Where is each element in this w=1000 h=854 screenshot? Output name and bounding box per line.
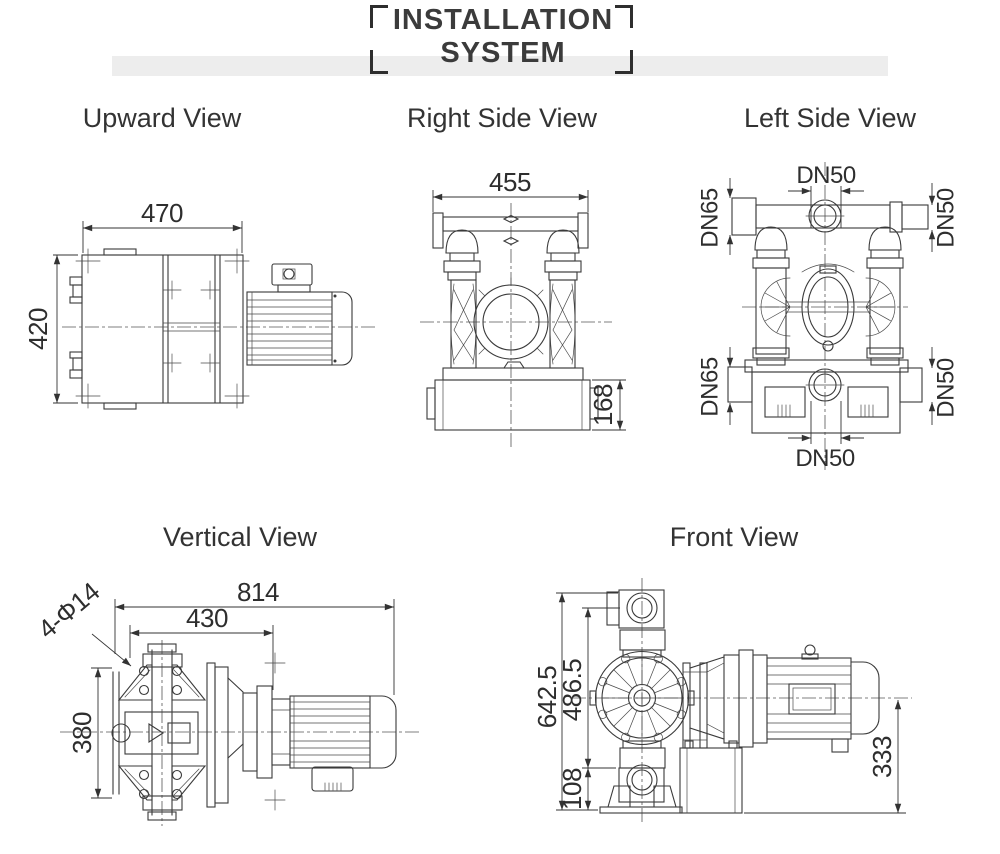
right-side-view-drawing: 455 <box>420 167 626 448</box>
front-outlet-height-value: 108 <box>557 768 587 810</box>
front-dim-motor-axis: 333 <box>744 700 906 814</box>
upward-dim-depth: 420 <box>23 254 78 404</box>
bracket-top-left-icon <box>370 5 388 28</box>
vertical-bracket-and-flange <box>206 652 291 811</box>
right-top-manifold <box>432 212 589 249</box>
page-title-line1: INSTALLATION <box>392 4 614 36</box>
front-support-column <box>679 662 743 814</box>
left-port-bottom-left-value: DN65 <box>696 357 723 417</box>
bracket-bottom-right-icon <box>615 50 633 74</box>
left-dim-port-bottom-center: DN50 <box>788 401 864 472</box>
front-dim-overall-height: 642.5 <box>532 592 618 811</box>
upward-width-value: 470 <box>141 198 183 228</box>
front-overall-height-value: 642.5 <box>532 666 562 729</box>
vertical-motor <box>289 695 397 792</box>
front-motor-axis-value: 333 <box>867 736 897 778</box>
left-port-top-left-value: DN65 <box>696 188 723 248</box>
left-dim-port-bottom-left: DN65 <box>696 347 734 425</box>
vertical-pump-body <box>111 643 207 821</box>
upward-motor <box>246 263 353 366</box>
vertical-view-title: Vertical View <box>162 522 318 552</box>
vertical-view-drawing: 814 430 380 4-Φ14 <box>32 576 420 826</box>
upward-base-plate <box>69 248 250 410</box>
left-port-top-center-value: DN50 <box>796 162 856 189</box>
bracket-top-right-icon <box>615 5 633 28</box>
left-base <box>727 359 923 434</box>
page-title: INSTALLATION SYSTEM <box>393 4 613 70</box>
vertical-dim-width: 380 <box>67 667 112 799</box>
vertical-dim-pump: 430 <box>129 603 274 690</box>
left-dim-port-top-right: DN50 <box>928 183 959 252</box>
right-dim-base-height: 168 <box>588 379 626 431</box>
right-housing-circle <box>473 277 549 360</box>
front-dim-outlet-height: 108 <box>557 768 592 810</box>
left-center-body <box>785 263 871 352</box>
upward-depth-value: 420 <box>23 308 53 350</box>
right-left-chamber <box>443 229 481 369</box>
vertical-center-lines <box>60 640 420 826</box>
upward-dim-width: 470 <box>82 198 243 253</box>
right-right-chamber <box>544 229 582 369</box>
vertical-width-value: 380 <box>67 712 97 754</box>
front-bottom-port <box>599 740 683 814</box>
left-dim-port-top-center: DN50 <box>788 162 864 228</box>
title-highlight-band <box>112 56 888 76</box>
right-side-view-title: Right Side View <box>406 103 598 133</box>
front-view-drawing: 642.5 486.5 108 333 <box>532 578 912 822</box>
vertical-overall-value: 814 <box>237 577 279 607</box>
front-pump-wheel <box>589 650 695 746</box>
left-center-lines <box>742 162 908 470</box>
upward-view-drawing: 470 420 <box>23 198 378 410</box>
page-title-line2: SYSTEM <box>440 37 566 69</box>
front-view-title: Front View <box>669 522 799 552</box>
left-side-view-title: Left Side View <box>743 103 917 133</box>
left-side-view-drawing: DN50 DN65 DN50 <box>696 162 959 472</box>
vertical-mounting-holes-value: 4-Φ14 <box>32 576 105 644</box>
left-dim-port-top-left: DN65 <box>696 178 734 255</box>
left-dim-port-bottom-right: DN50 <box>928 347 959 425</box>
right-base <box>426 361 599 431</box>
front-motor <box>752 644 880 753</box>
left-port-top-right-value: DN50 <box>932 188 959 248</box>
front-coupling-bracket <box>689 649 754 748</box>
upward-view-title: Upward View <box>82 103 242 133</box>
bracket-bottom-left-icon <box>370 50 388 74</box>
right-width-value: 455 <box>489 167 531 197</box>
front-top-port <box>606 589 666 658</box>
vertical-dim-overall: 814 <box>114 577 395 695</box>
front-dim-inlet-to-outlet: 486.5 <box>557 607 620 769</box>
vertical-pump-value: 430 <box>186 603 228 633</box>
left-left-chamber <box>752 226 791 366</box>
left-port-bottom-center-value: DN50 <box>795 445 855 472</box>
right-base-height-value: 168 <box>588 384 618 426</box>
vertical-mounting-holes-label: 4-Φ14 <box>32 576 132 667</box>
right-dim-width: 455 <box>432 167 589 212</box>
right-center-lines <box>420 203 612 448</box>
front-inlet-outlet-value: 486.5 <box>557 659 587 722</box>
left-right-chamber <box>865 226 904 366</box>
left-port-bottom-right-value: DN50 <box>932 358 959 418</box>
